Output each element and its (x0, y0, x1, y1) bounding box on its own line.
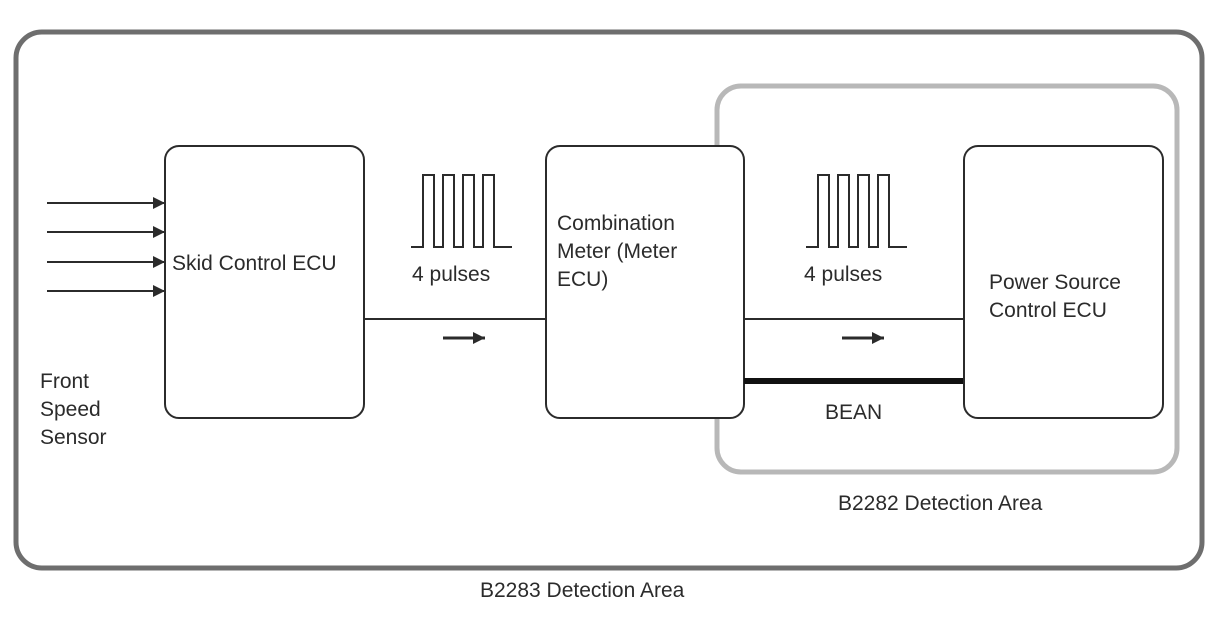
b2283-detection-area-label: B2283 Detection Area (480, 579, 685, 602)
sensor-input-arrows (47, 197, 165, 297)
power-source-control-ecu-label: Power Source Control ECU (989, 271, 1127, 322)
b2282-detection-area-label: B2282 Detection Area (838, 492, 1043, 515)
power-source-control-ecu-block (963, 145, 1164, 419)
skid-control-ecu-block (164, 145, 365, 419)
bean-bus-label: BEAN (825, 401, 882, 424)
signal-1-pulses-label: 4 pulses (412, 263, 490, 286)
combination-meter-block (545, 145, 745, 419)
front-speed-sensor-label: Front Speed Sensor (40, 370, 107, 449)
pulse-train-icon (806, 174, 907, 248)
b2283-detection-area-border (13, 29, 1205, 571)
signal-2-pulses-label: 4 pulses (804, 263, 882, 286)
pulse-train-icon (411, 174, 512, 248)
combination-meter-label: Combination Meter (Meter ECU) (557, 212, 683, 291)
skid-control-ecu-label: Skid Control ECU (172, 252, 337, 275)
